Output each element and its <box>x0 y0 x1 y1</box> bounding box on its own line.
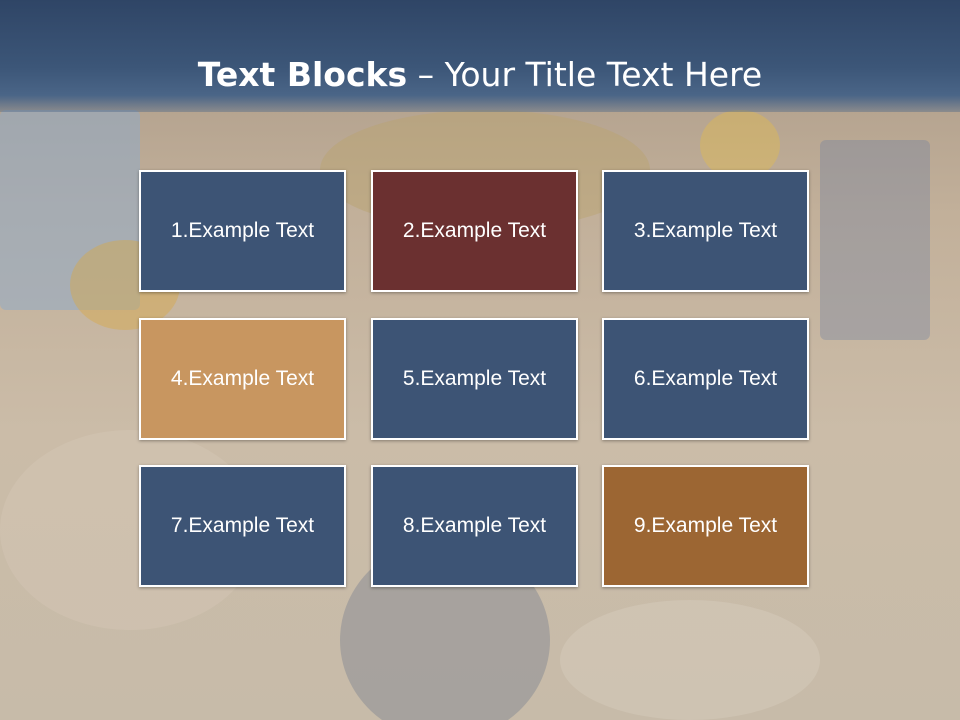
text-block-6: 6.Example Text <box>602 318 809 440</box>
title-bar <box>0 0 960 112</box>
text-block-label: 5.Example Text <box>402 367 547 390</box>
title-bold: Text Blocks <box>197 55 408 94</box>
text-block-3: 3.Example Text <box>602 170 809 292</box>
text-block-label: 1.Example Text <box>170 219 315 242</box>
text-block-label: 2.Example Text <box>402 219 547 242</box>
text-block-label: 3.Example Text <box>633 219 778 242</box>
slide-title: Text Blocks – Your Title Text Here <box>0 52 960 98</box>
text-block-label: 4.Example Text <box>170 367 315 390</box>
text-block-9: 9.Example Text <box>602 465 809 587</box>
text-block-5: 5.Example Text <box>371 318 578 440</box>
text-block-1: 1.Example Text <box>139 170 346 292</box>
title-rest: – Your Title Text Here <box>407 55 763 94</box>
text-block-4: 4.Example Text <box>139 318 346 440</box>
text-block-8: 8.Example Text <box>371 465 578 587</box>
text-block-label: 8.Example Text <box>402 514 547 537</box>
text-block-label: 7.Example Text <box>170 514 315 537</box>
text-block-label: 6.Example Text <box>633 367 778 390</box>
text-block-label: 9.Example Text <box>633 514 778 537</box>
text-block-2: 2.Example Text <box>371 170 578 292</box>
text-block-7: 7.Example Text <box>139 465 346 587</box>
